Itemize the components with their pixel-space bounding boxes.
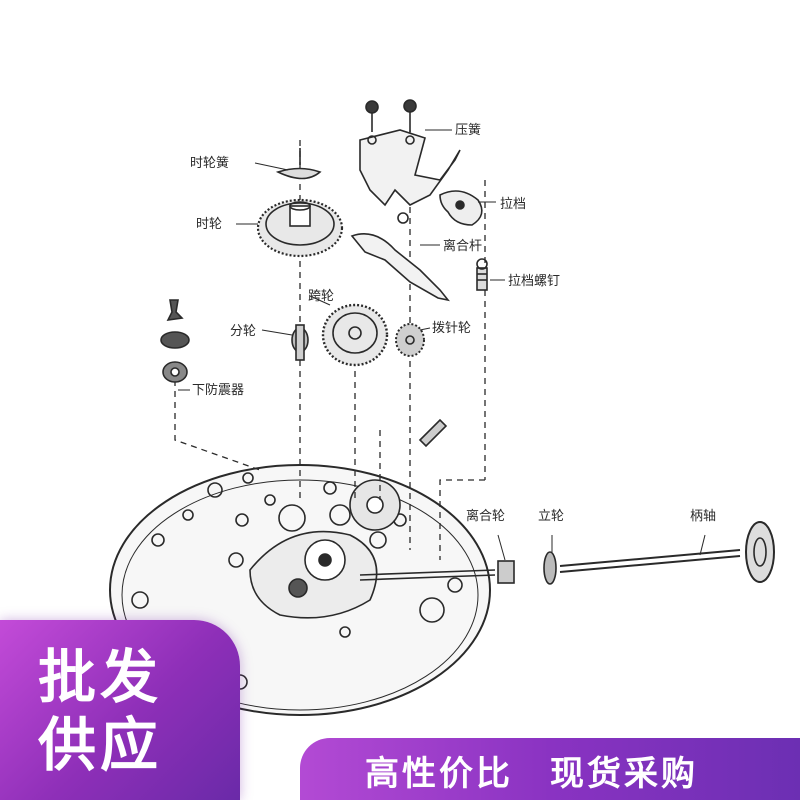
part-labels: 压簧 时轮簧 时轮 拉档 离合杆 拉档螺钉 跨轮 分轮 拨针轮 下防震器 离合轮… <box>190 122 716 524</box>
label-clutch-lever: 离合杆 <box>443 238 482 254</box>
leader-lines <box>178 129 706 561</box>
badge-text-line1: 批发 <box>38 643 163 711</box>
label-stem: 柄轴 <box>690 509 716 524</box>
badge-text-line2: 供应 <box>38 711 163 779</box>
label-hour-wheel-spring: 时轮簧 <box>190 155 229 171</box>
label-clutch-wheel: 离合轮 <box>466 508 505 524</box>
label-pull-lever-screw: 拉档螺钉 <box>508 274 560 289</box>
label-spring: 压簧 <box>455 122 481 138</box>
clutch-lever <box>350 233 450 302</box>
stem-assembly <box>359 521 775 585</box>
label-minute-wheel: 分轮 <box>230 324 256 339</box>
slogan-bar: 高性价比 现货采购 <box>300 738 800 800</box>
label-setting-wheel: 拨针轮 <box>432 321 471 336</box>
minute-wheel <box>291 324 309 361</box>
small-pin <box>418 418 448 448</box>
label-cross-wheel: 跨轮 <box>308 289 334 304</box>
promo-badge: 批发 供应 <box>0 620 240 800</box>
hour-wheel <box>256 198 344 258</box>
pull-lever-screw <box>476 258 488 291</box>
lower-shock <box>160 299 190 383</box>
label-hour-wheel: 时轮 <box>196 217 222 232</box>
cross-wheel <box>321 303 389 367</box>
hour-wheel-spring <box>275 167 322 180</box>
label-pull-lever: 拉档 <box>500 197 526 212</box>
setting-wheel <box>395 323 425 357</box>
label-lower-shock: 下防震器 <box>192 382 244 398</box>
label-crown-wheel: 立轮 <box>538 509 564 524</box>
setting-spring <box>359 129 461 207</box>
screws <box>365 99 417 132</box>
slogan-text: 高性价比 现货采购 <box>365 754 698 794</box>
